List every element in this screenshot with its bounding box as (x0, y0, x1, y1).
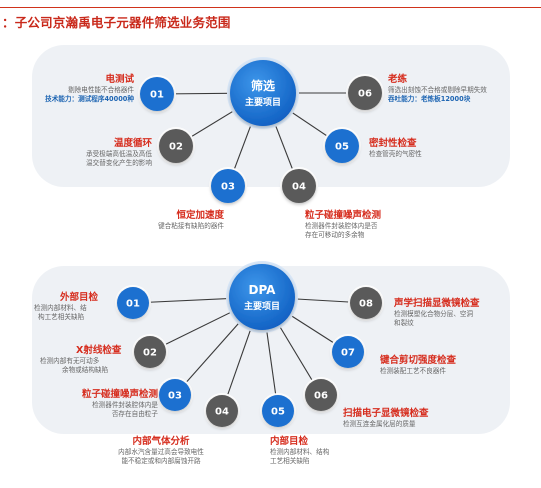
node-desc: 检测内部有无可动多 (40, 357, 100, 365)
node-number: 05 (335, 142, 349, 153)
screening-label-06: 老练 筛选出刻蚀不合格或剔除早期失效 吞吐能力：老炼板12000块 (388, 74, 508, 104)
node-desc: 检测互连金属化层的质量 (343, 420, 416, 428)
node-title: 密封性检查 (369, 138, 417, 149)
node-desc: 检测器件封装腔体内是否 (305, 222, 378, 230)
node-circle-02 (134, 336, 166, 368)
node-desc: 否存在自由粒子 (111, 410, 158, 418)
dpa-label-05: 内部目检 检测内部材料、结构 工艺相关缺陷 (270, 436, 360, 466)
node-circle-07 (332, 336, 364, 368)
node-desc: 余物或结构缺陷 (62, 366, 109, 374)
dpa-label-01: 外部目检 检测内部材料、结 构工艺相关缺陷 (34, 292, 116, 322)
node-desc: 检测装配工艺不良器件 (380, 367, 446, 375)
node-title: 温度循环 (113, 138, 152, 149)
dpa-diagram: DPA 主要项目 01 02 03 04 05 06 07 08 (115, 261, 384, 429)
center-circle (230, 60, 296, 126)
node-title: 外部目检 (60, 292, 99, 303)
node-circle-05 (262, 395, 294, 427)
dpa-label-03: 粒子碰撞噪声检测 检测器件封装腔体内是 否存在自由粒子 (54, 389, 158, 419)
node-number: 04 (215, 407, 229, 418)
dpa-label-02: X射线检查 检测内部有无可动多 余物或结构缺陷 (40, 345, 132, 375)
node-desc: 剔除电性能不合格器件 (68, 86, 134, 94)
node-title: 键合剪切强度检查 (380, 355, 457, 366)
node-title: 内部气体分析 (132, 436, 190, 447)
node-number: 02 (169, 142, 183, 153)
node-title: 粒子碰撞噪声检测 (305, 210, 382, 221)
header-rule (0, 7, 541, 8)
node-desc: 构工艺相关缺陷 (38, 313, 85, 321)
node-number: 01 (150, 90, 164, 101)
node-title: 粒子碰撞噪声检测 (81, 389, 158, 400)
screening-label-03: 恒定加速度 键合粘接有缺陷的器件 (120, 210, 224, 231)
node-title: 电测试 (105, 74, 134, 85)
center-circle (229, 264, 295, 330)
dpa-label-08: 声学扫描显微镜检查 检测模塑化合物分层、空洞 和裂纹 (394, 298, 514, 328)
node-number: 02 (143, 348, 157, 359)
page-title: ：子公司京瀚禹电子元器件筛选业务范围 (2, 15, 231, 30)
node-circle-06 (305, 379, 337, 411)
node-circle-01 (117, 287, 149, 319)
node-circle-03 (211, 169, 245, 203)
node-desc: 检测内部材料、结构 (270, 448, 330, 456)
node-number: 03 (168, 391, 182, 402)
screening-label-01: 电测试 剔除电性能不合格器件 技术能力：测试程序40000种 (30, 74, 134, 104)
node-number: 06 (358, 89, 372, 100)
node-desc: 温交替变化产生的影响 (86, 159, 152, 167)
dpa-label-04: 内部气体分析 内部水汽含量过高会导致电性 能不稳定或和内部腐蚀开路 (96, 436, 226, 466)
node-circle-05 (325, 129, 359, 163)
node-title: 恒定加速度 (176, 210, 224, 221)
node-number: 06 (314, 391, 328, 402)
center-subtitle: 主要项目 (245, 96, 281, 108)
node-desc: 和裂纹 (394, 319, 414, 327)
node-capability: 吞吐能力：老炼板12000块 (388, 95, 471, 103)
center-title: DPA (249, 283, 277, 297)
node-desc: 存在可移动的多余物 (305, 231, 365, 239)
node-number: 07 (341, 348, 355, 359)
node-circle-04 (282, 169, 316, 203)
dpa-label-07: 键合剪切强度检查 检测装配工艺不良器件 (380, 355, 500, 376)
screening-label-02: 温度循环 承受极端高低温及高低 温交替变化产生的影响 (40, 138, 152, 168)
node-desc: 检查管壳的气密性 (369, 150, 422, 158)
node-title: X射线检查 (76, 345, 122, 356)
node-desc: 检测内部材料、结 (34, 304, 87, 312)
node-title: 老练 (388, 74, 408, 85)
node-number: 01 (126, 299, 140, 310)
node-title: 声学扫描显微镜检查 (394, 298, 480, 309)
node-desc: 承受极端高低温及高低 (86, 150, 152, 158)
node-desc: 筛选出刻蚀不合格或剔除早期失效 (388, 86, 487, 94)
node-desc: 键合粘接有缺陷的器件 (158, 222, 224, 230)
screening-label-04: 粒子碰撞噪声检测 检测器件封装腔体内是否 存在可移动的多余物 (305, 210, 425, 240)
node-circle-02 (159, 129, 193, 163)
node-number: 03 (221, 182, 235, 193)
node-circle-01 (140, 77, 174, 111)
node-number: 05 (271, 407, 285, 418)
node-capability: 技术能力：测试程序40000种 (45, 95, 134, 103)
node-circle-06 (348, 76, 382, 110)
node-circle-08 (350, 287, 382, 319)
node-number: 04 (292, 182, 306, 193)
node-desc: 内部水汽含量过高会导致电性 (118, 448, 204, 456)
node-circle-04 (206, 395, 238, 427)
node-number: 08 (359, 299, 373, 310)
center-subtitle: 主要项目 (244, 300, 280, 312)
node-desc: 能不稳定或和内部腐蚀开路 (121, 457, 201, 465)
node-circle-03 (159, 379, 191, 411)
node-desc: 检测器件封装腔体内是 (92, 401, 158, 409)
node-desc: 工艺相关缺陷 (270, 457, 310, 465)
center-title: 筛选 (251, 78, 275, 93)
node-title: 扫描电子显微镜检查 (343, 408, 429, 419)
screening-label-05: 密封性检查 检查管壳的气密性 (369, 138, 479, 159)
node-desc: 检测模塑化合物分层、空洞 (394, 310, 474, 318)
node-title: 内部目检 (270, 436, 309, 447)
dpa-label-06: 扫描电子显微镜检查 检测互连金属化层的质量 (343, 408, 473, 429)
